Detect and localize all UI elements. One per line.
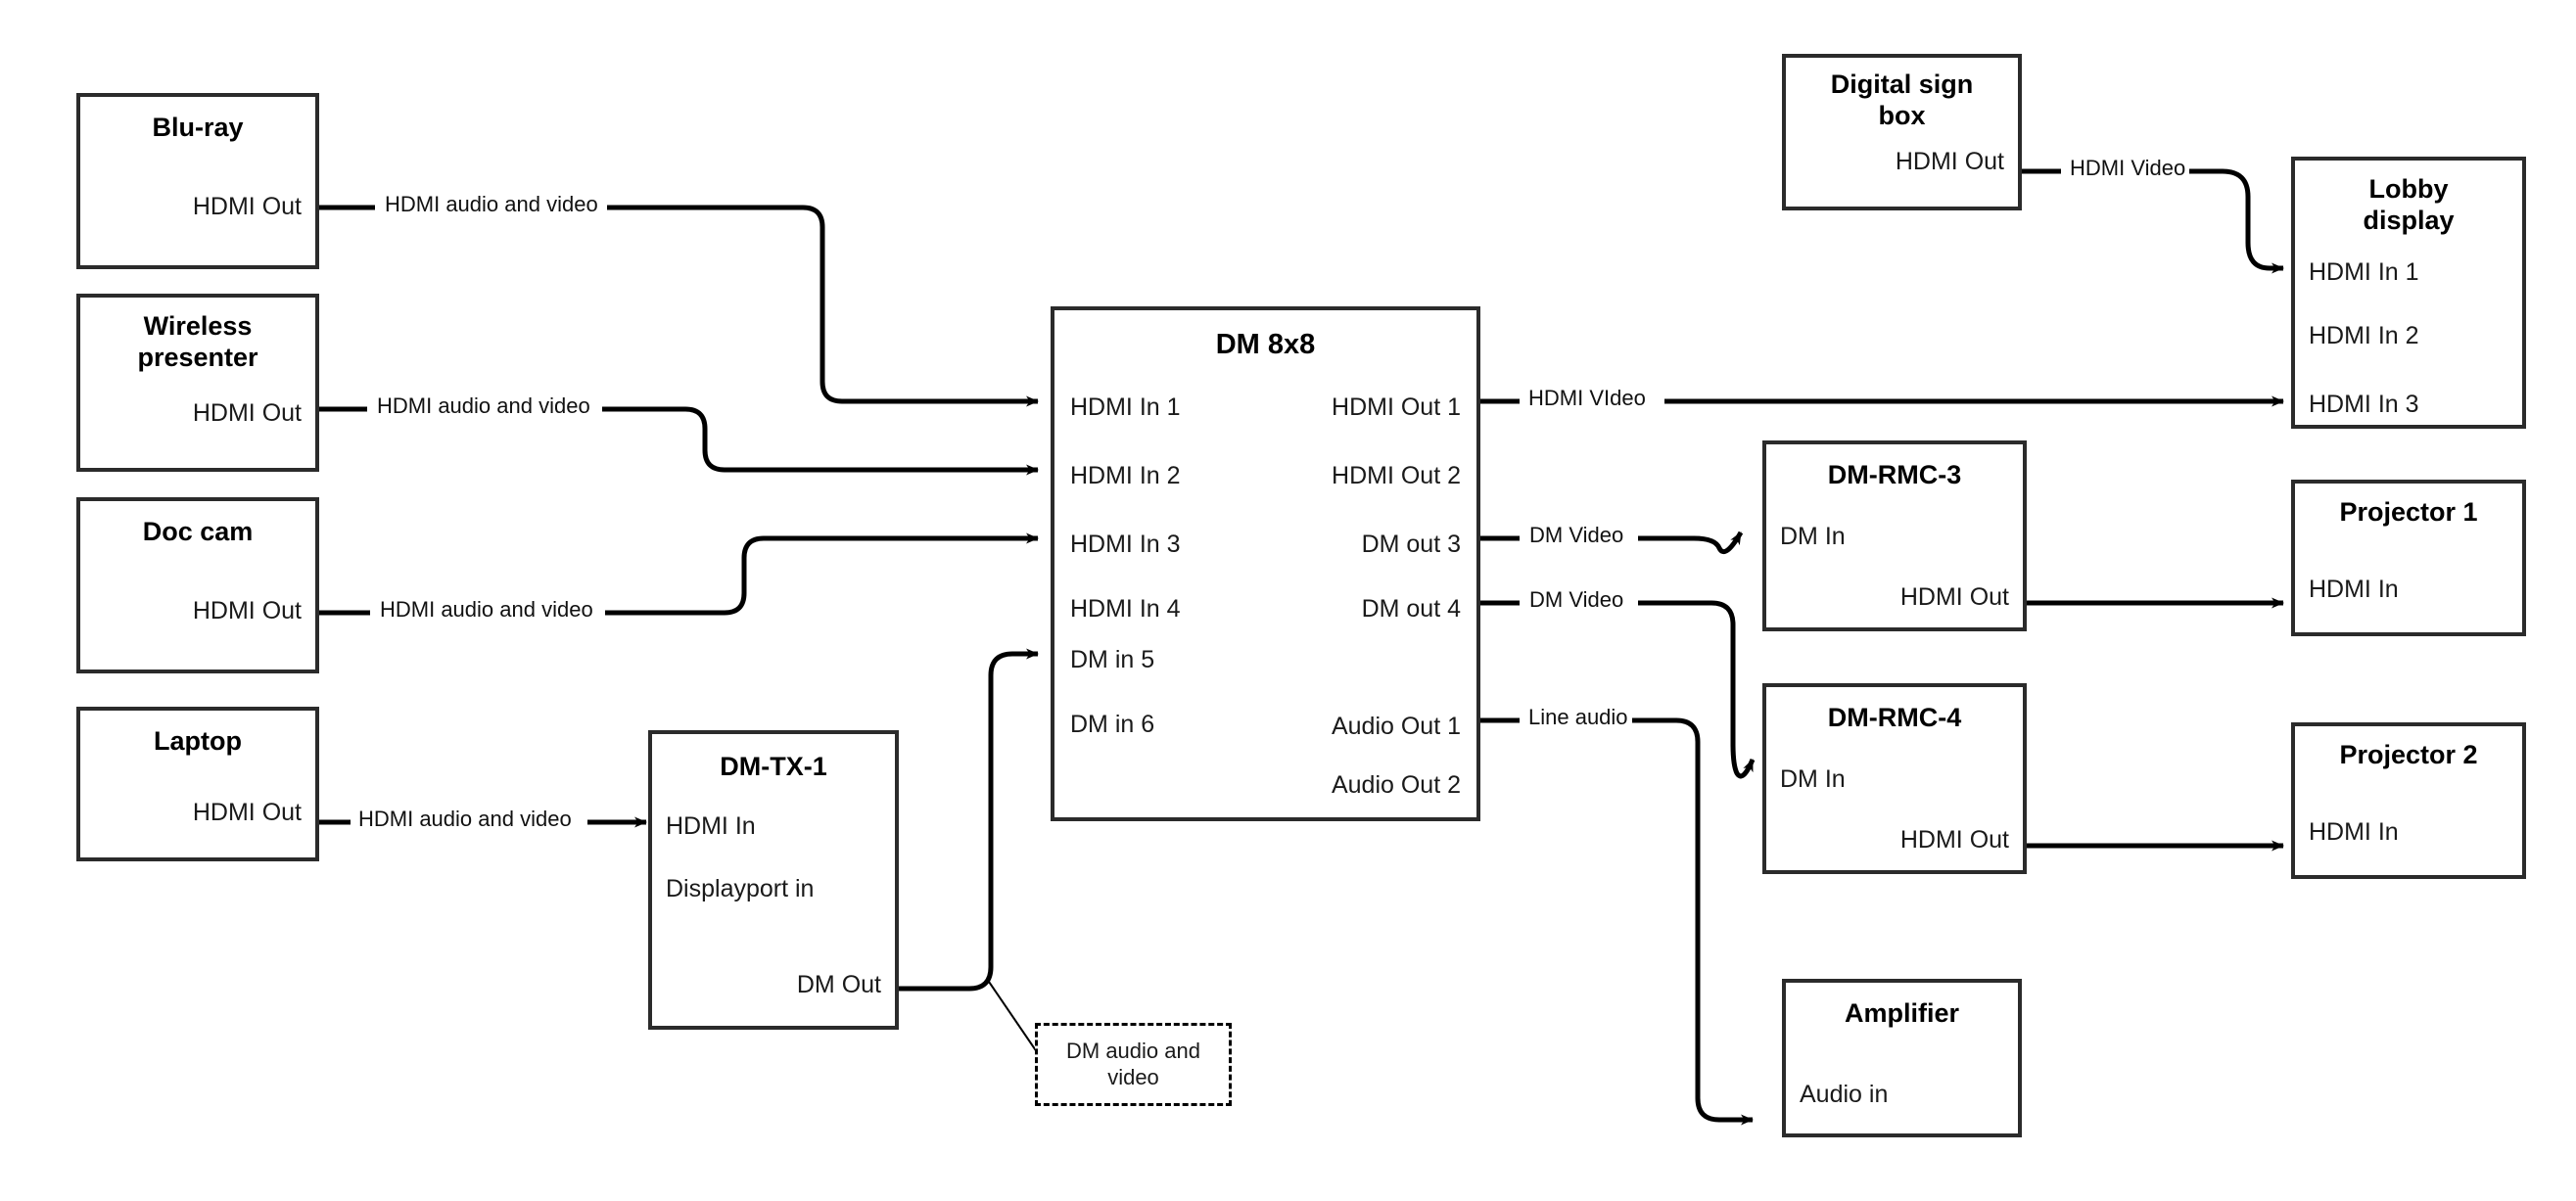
wire-label-bluray: HDMI audio and video bbox=[381, 194, 602, 215]
node-title: DM 8x8 bbox=[1215, 329, 1316, 360]
port-hdmi-out: HDMI Out bbox=[1899, 583, 2009, 611]
port-hdmi-in: HDMI In bbox=[2309, 576, 2399, 603]
wire-label-dsbox-hdmi-video: HDMI Video bbox=[2066, 158, 2190, 179]
port-hdmi-out: HDMI Out bbox=[192, 799, 302, 826]
port-hdmi-out-1: HDMI Out 1 bbox=[1332, 393, 1461, 421]
node-title: Projector 1 bbox=[2339, 497, 2478, 527]
wire-audio-out-1-to-amplifier bbox=[1480, 717, 1753, 1120]
node-title: Lobby display bbox=[2363, 174, 2455, 235]
node-title: Projector 2 bbox=[2339, 740, 2478, 769]
port-hdmi-in-1: HDMI In 1 bbox=[2309, 258, 2419, 286]
node-title: Doc cam bbox=[142, 517, 254, 546]
wire-wireless-to-hdmi-in-2 bbox=[318, 406, 1038, 470]
node-bluray[interactable]: Blu-ray HDMI Out bbox=[76, 93, 319, 269]
port-dm-in: DM In bbox=[1780, 523, 1846, 550]
port-audio-out-1: Audio Out 1 bbox=[1331, 713, 1461, 740]
callout-dm-audio-and-video: DM audio and video bbox=[1035, 1023, 1232, 1106]
wire-label-wireless: HDMI audio and video bbox=[373, 395, 594, 417]
node-projector-2[interactable]: Projector 2 HDMI In bbox=[2291, 722, 2526, 879]
port-dm-in: DM In bbox=[1780, 765, 1846, 793]
port-hdmi-out: HDMI Out bbox=[192, 193, 302, 220]
node-doc-cam[interactable]: Doc cam HDMI Out bbox=[76, 497, 319, 673]
port-audio-in: Audio in bbox=[1800, 1081, 1889, 1108]
port-audio-out-2: Audio Out 2 bbox=[1331, 771, 1461, 799]
wire-dm-out-3-to-rmc3 bbox=[1480, 532, 1741, 554]
port-dm-out: DM Out bbox=[796, 971, 881, 998]
port-hdmi-out: HDMI Out bbox=[192, 399, 302, 427]
node-wireless-presenter[interactable]: Wireless presenter HDMI Out bbox=[76, 294, 319, 472]
port-hdmi-out-2: HDMI Out 2 bbox=[1332, 462, 1461, 489]
wire-label-dm-video-out4: DM Video bbox=[1525, 589, 1628, 611]
port-dm-out-4: DM out 4 bbox=[1361, 595, 1461, 623]
node-title: DM-RMC-4 bbox=[1827, 703, 1962, 732]
node-projector-1[interactable]: Projector 1 HDMI In bbox=[2291, 480, 2526, 636]
node-title: DM-TX-1 bbox=[720, 752, 827, 781]
wire-dsbox-to-lobby-hdmi-in-1 bbox=[2022, 168, 2283, 268]
node-title: Laptop bbox=[154, 726, 242, 756]
node-digital-sign-box[interactable]: Digital sign box HDMI Out bbox=[1782, 54, 2022, 210]
wire-label-line-audio: Line audio bbox=[1524, 707, 1632, 728]
node-title: Amplifier bbox=[1844, 998, 1960, 1028]
port-dm-in-6: DM in 6 bbox=[1070, 711, 1155, 738]
port-displayport-in: Displayport in bbox=[666, 875, 815, 902]
port-hdmi-out: HDMI Out bbox=[1895, 148, 2004, 175]
node-title: Blu-ray bbox=[152, 113, 244, 142]
port-hdmi-in-3: HDMI In 3 bbox=[1070, 531, 1181, 558]
wire-label-dm-video-out3: DM Video bbox=[1525, 525, 1628, 546]
wire-dm-out-4-to-rmc4 bbox=[1480, 600, 1753, 779]
wire-dmtx1-to-dm-in-5 bbox=[899, 648, 1039, 992]
node-amplifier[interactable]: Amplifier Audio in bbox=[1782, 979, 2022, 1137]
port-hdmi-in-3: HDMI In 3 bbox=[2309, 391, 2419, 418]
port-hdmi-in-2: HDMI In 2 bbox=[1070, 462, 1181, 489]
port-hdmi-in-4: HDMI In 4 bbox=[1070, 595, 1181, 623]
node-dm-rmc-3[interactable]: DM-RMC-3 DM In HDMI Out bbox=[1762, 440, 2027, 631]
port-dm-out-3: DM out 3 bbox=[1361, 531, 1461, 558]
wire-label-laptop: HDMI audio and video bbox=[354, 808, 576, 830]
wire-label-doccam: HDMI audio and video bbox=[376, 599, 597, 621]
port-dm-in-5: DM in 5 bbox=[1070, 646, 1155, 673]
port-hdmi-out: HDMI Out bbox=[192, 597, 302, 624]
node-dm-rmc-4[interactable]: DM-RMC-4 DM In HDMI Out bbox=[1762, 683, 2027, 874]
wire-doccam-to-hdmi-in-3 bbox=[318, 538, 1038, 616]
callout-text: DM audio and video bbox=[1066, 1038, 1200, 1089]
port-hdmi-in: HDMI In bbox=[666, 812, 756, 840]
port-hdmi-in-2: HDMI In 2 bbox=[2309, 322, 2419, 349]
port-hdmi-out: HDMI Out bbox=[1899, 826, 2009, 854]
node-title: Digital sign box bbox=[1830, 69, 1974, 130]
node-title: DM-RMC-3 bbox=[1827, 460, 1962, 489]
port-hdmi-in: HDMI In bbox=[2309, 818, 2399, 846]
wire-bluray-to-hdmi-in-1 bbox=[318, 205, 1038, 401]
node-dm-8x8[interactable]: DM 8x8 HDMI In 1 HDMI In 2 HDMI In 3 HDM… bbox=[1051, 306, 1480, 821]
node-lobby-display[interactable]: Lobby display HDMI In 1 HDMI In 2 HDMI I… bbox=[2291, 157, 2526, 429]
port-hdmi-in-1: HDMI In 1 bbox=[1070, 393, 1181, 421]
node-laptop[interactable]: Laptop HDMI Out bbox=[76, 707, 319, 861]
node-dm-tx-1[interactable]: DM-TX-1 HDMI In Displayport in DM Out bbox=[648, 730, 899, 1030]
node-title: Wireless presenter bbox=[137, 311, 258, 372]
wire-label-hdmi-video-out1: HDMI VIdeo bbox=[1524, 388, 1650, 409]
